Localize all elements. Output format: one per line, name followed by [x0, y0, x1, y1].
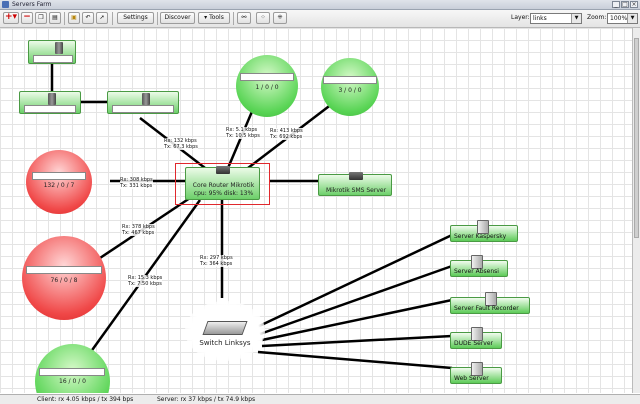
server-node-absensi[interactable]: Server Absensi — [450, 255, 508, 277]
network-circle-node[interactable]: 76 / 0 / 8 — [22, 236, 106, 320]
minus-icon[interactable]: − — [21, 12, 33, 24]
window-title: Servers Farm — [12, 1, 52, 8]
node-counts: 3 / 0 / 0 — [338, 87, 362, 94]
device-node[interactable] — [107, 91, 179, 114]
device-node[interactable] — [28, 40, 76, 64]
switch-name: Switch Linksys — [199, 339, 251, 347]
chevron-down-icon: ▼ — [627, 14, 637, 23]
binoculars-icon[interactable]: ⚯ — [237, 12, 251, 24]
server-icon — [471, 255, 483, 269]
core-router-stats: cpu: 95% disk: 13% — [193, 190, 254, 197]
zoom-select[interactable]: 100% ▼ — [607, 13, 638, 24]
zoom-label: Zoom: — [587, 14, 607, 21]
map-canvas[interactable]: 1 / 0 / 0 3 / 0 / 0 132 / 0 / 7 76 / 0 /… — [0, 28, 632, 393]
device-node[interactable] — [19, 91, 81, 114]
tools-menu-button[interactable]: ▾ Tools — [198, 12, 230, 24]
switch-node[interactable]: Switch Linksys — [185, 301, 265, 361]
zoom-value: 100% — [610, 15, 628, 22]
node-counts: 132 / 0 / 7 — [43, 182, 75, 189]
layout-icon[interactable]: ⁜ — [273, 12, 287, 24]
close-icon[interactable]: × — [630, 1, 638, 8]
lock-icon[interactable]: ▣ — [68, 12, 80, 24]
plus-icon[interactable]: +▾ — [3, 12, 19, 24]
tools-label: Tools — [209, 14, 224, 21]
link-line — [254, 233, 453, 330]
server-node-web[interactable]: Web Server — [450, 362, 502, 384]
layer-label: Layer: — [511, 14, 530, 21]
server-icon — [471, 327, 483, 341]
paste-icon[interactable]: ▤ — [49, 12, 61, 24]
core-router-node[interactable]: Core Router Mikrotik cpu: 95% disk: 13% — [185, 166, 260, 200]
device-icon — [55, 42, 63, 54]
undo-icon[interactable]: ↶ — [82, 12, 94, 24]
server-icon — [477, 220, 489, 234]
node-name-field — [32, 172, 86, 180]
sms-server-name: Mikrotik SMS Server — [325, 187, 387, 194]
status-bar: Client: rx 4.05 kbps / tx 394 bps Server… — [0, 394, 640, 404]
copy-icon[interactable]: ❐ — [35, 12, 47, 24]
server-name: Server Kaspersky — [454, 233, 507, 240]
core-router-name: Core Router Mikrotik — [192, 182, 255, 189]
link-line — [257, 350, 453, 370]
node-name-field — [39, 368, 105, 376]
discover-button[interactable]: Discover — [160, 12, 195, 24]
server-name: Server Fault Recorder — [454, 305, 519, 312]
server-node-fault-recorder[interactable]: Server Fault Recorder — [450, 292, 530, 314]
minimize-button[interactable]: _ — [612, 1, 620, 8]
node-counts: 76 / 0 / 8 — [50, 277, 78, 284]
vertical-scrollbar[interactable] — [632, 28, 640, 393]
pointer-icon[interactable]: ➚ — [96, 12, 108, 24]
server-icon — [471, 362, 483, 376]
server-name: Web Server — [454, 375, 489, 382]
maximize-button[interactable]: □ — [621, 1, 629, 8]
app-icon — [2, 1, 9, 8]
links-layer — [50, 64, 453, 370]
server-traffic-status: Server: rx 37 kbps / tx 74.9 kbps — [157, 396, 256, 403]
toolbar: +▾ − ❐ ▤ ▣ ↶ ➚ Settings Discover ▾ Tools… — [0, 10, 640, 28]
sms-server-node[interactable]: Mikrotik SMS Server — [318, 172, 392, 196]
switch-icon — [202, 321, 248, 335]
scrollbar-thumb[interactable] — [634, 38, 639, 238]
layer-value: links — [533, 15, 547, 22]
settings-button[interactable]: Settings — [117, 12, 154, 24]
node-name-field — [33, 55, 73, 63]
chevron-down-icon: ▼ — [571, 14, 581, 23]
network-circle-node[interactable]: 3 / 0 / 0 — [321, 58, 379, 116]
node-counts: 1 / 0 / 0 — [255, 84, 279, 91]
client-traffic-status: Client: rx 4.05 kbps / tx 394 bps — [37, 396, 134, 403]
server-name: DUDE Server — [454, 340, 494, 347]
server-node-kaspersky[interactable]: Server Kaspersky — [450, 220, 518, 242]
device-icon — [48, 93, 56, 105]
network-circle-node[interactable]: 1 / 0 / 0 — [236, 55, 298, 117]
node-name-field — [112, 105, 174, 113]
link-line — [259, 264, 453, 336]
server-name: Server Absensi — [454, 268, 499, 275]
node-name-field — [24, 105, 76, 113]
server-icon — [485, 292, 497, 306]
layer-select[interactable]: links ▼ — [530, 13, 582, 24]
router-icon — [216, 166, 230, 174]
node-counts: 16 / 0 / 0 — [59, 378, 86, 385]
title-bar: Servers Farm _ □ × — [0, 0, 640, 10]
node-name-field — [240, 73, 294, 81]
server-node-dude[interactable]: DUDE Server — [450, 327, 502, 349]
node-name-field — [26, 266, 102, 274]
connect-icon[interactable]: ⁘ — [256, 12, 270, 24]
link-line — [261, 298, 453, 342]
device-icon — [142, 93, 150, 105]
network-circle-node[interactable]: 132 / 0 / 7 — [26, 150, 92, 214]
router-icon — [349, 172, 363, 180]
node-name-field — [323, 76, 377, 84]
selection-frame — [175, 163, 270, 205]
link-line — [261, 334, 453, 348]
